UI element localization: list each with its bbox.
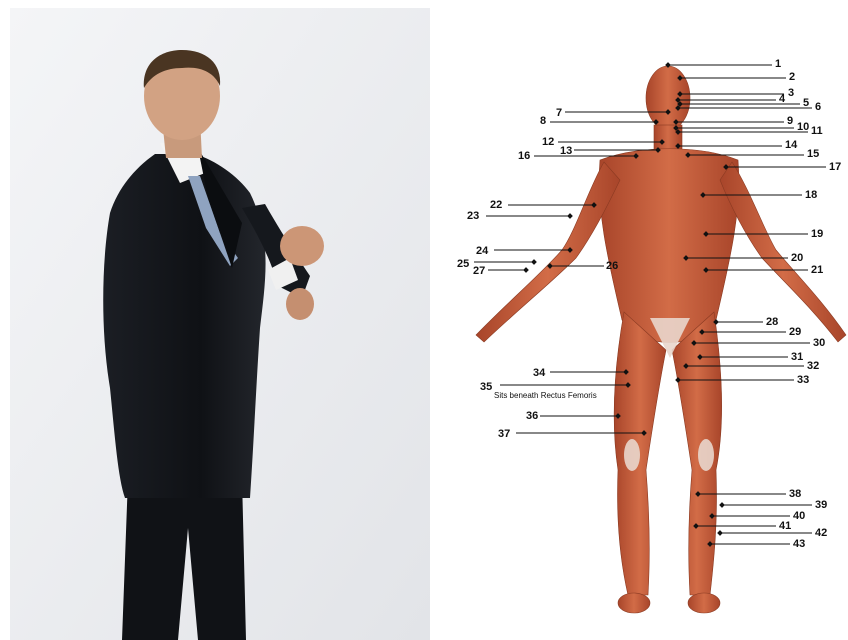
label-21: 21: [811, 264, 823, 276]
figure-left-arm: [476, 162, 620, 342]
label-1: 1: [775, 58, 781, 70]
label-23: 23: [467, 210, 479, 222]
label-6: 6: [815, 101, 821, 113]
marker-dot-39: [719, 502, 725, 508]
label-24: 24: [476, 245, 489, 257]
label-29: 29: [789, 326, 801, 338]
label-12: 12: [542, 136, 554, 148]
label-20: 20: [791, 252, 803, 264]
figure-head: [646, 66, 690, 130]
figure-left-foot: [618, 593, 650, 613]
label-17: 17: [829, 161, 841, 173]
label-16: 16: [518, 150, 530, 162]
label-28: 28: [766, 316, 778, 328]
label-30: 30: [813, 337, 825, 349]
label-10: 10: [797, 121, 809, 133]
upper-hand: [280, 226, 324, 266]
label-26: 26: [606, 260, 618, 272]
label-25: 25: [457, 258, 469, 270]
label-33: 33: [797, 374, 809, 386]
suit-jacket: [103, 154, 265, 498]
label-39: 39: [815, 499, 827, 511]
label-2: 2: [789, 71, 795, 83]
note-sits-beneath: Sits beneath Rectus Femoris: [494, 391, 597, 400]
figure-right-foot: [688, 593, 720, 613]
marker-dot-42: [717, 530, 723, 536]
label-38: 38: [789, 488, 801, 500]
figure-right-arm: [720, 162, 846, 342]
label-32: 32: [807, 360, 819, 372]
label-14: 14: [785, 139, 798, 151]
label-13: 13: [560, 145, 572, 157]
label-37: 37: [498, 428, 510, 440]
label-40: 40: [793, 510, 805, 522]
label-4: 4: [779, 93, 786, 105]
marker-dot-23: [567, 213, 573, 219]
figure-left-leg: [614, 312, 666, 595]
label-35: 35: [480, 381, 492, 393]
label-5: 5: [803, 97, 809, 109]
label-15: 15: [807, 148, 819, 160]
label-11: 11: [811, 125, 823, 137]
lower-hand: [286, 288, 314, 320]
label-19: 19: [811, 228, 823, 240]
label-18: 18: [805, 189, 817, 201]
label-22: 22: [490, 199, 502, 211]
figure-torso: [599, 149, 739, 343]
label-34: 34: [533, 367, 546, 379]
label-27: 27: [473, 265, 485, 277]
label-7: 7: [556, 107, 562, 119]
label-31: 31: [791, 351, 803, 363]
label-41: 41: [779, 520, 791, 532]
label-42: 42: [815, 527, 827, 539]
marker-dot-25: [531, 259, 537, 265]
label-3: 3: [788, 87, 794, 99]
label-36: 36: [526, 410, 538, 422]
photo-man-in-suit: [10, 8, 430, 640]
anatomy-diagram: 1234567891011121314151617181920212223242…: [430, 0, 848, 640]
label-8: 8: [540, 115, 546, 127]
label-9: 9: [787, 115, 793, 127]
label-43: 43: [793, 538, 805, 550]
figure-right-leg: [672, 312, 722, 595]
marker-dot-27: [523, 267, 529, 273]
